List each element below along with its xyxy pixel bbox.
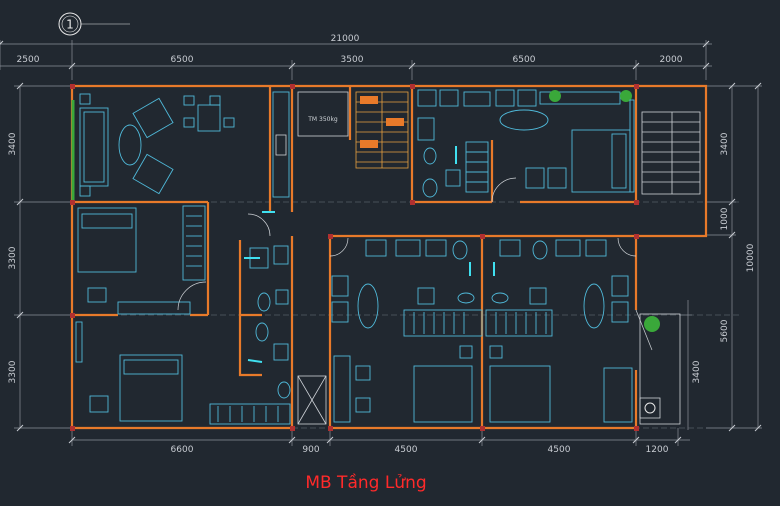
- dim-right-2: 1000: [720, 207, 730, 230]
- dim-top-1: 2500: [17, 55, 40, 65]
- core-lift-stairs: TM 350kg: [297, 91, 409, 169]
- dim-top-3: 3500: [341, 55, 364, 65]
- left-dimensions: 3400 3300 3300: [8, 82, 72, 432]
- columns: [70, 84, 639, 431]
- dim-bottom-2: 900: [302, 445, 319, 455]
- drawing-number: 1: [66, 18, 74, 32]
- dim-bottom-1: 6600: [171, 445, 194, 455]
- top-dimensions: 21000 2500 6500 3500 6500 2000: [0, 34, 712, 80]
- dim-left-1: 3400: [8, 132, 18, 155]
- left-apartment-furniture: [71, 91, 327, 425]
- top-right-apartment-furniture: [417, 89, 635, 203]
- dim-top-5: 2000: [660, 55, 683, 65]
- dim-top-2: 6500: [171, 55, 194, 65]
- drawing-title: MB Tầng Lửng: [305, 472, 426, 493]
- dim-top-4: 6500: [513, 55, 536, 65]
- dim-top-total: 21000: [331, 34, 360, 44]
- bottom-dimensions: 6600 900 4500 4500 1200: [68, 428, 690, 455]
- dim-bottom-5: 1200: [646, 445, 669, 455]
- dim-left-3: 3300: [8, 360, 18, 383]
- exterior-stair: [641, 111, 701, 195]
- right-dimensions: 3400 1000 5600 3400 10000: [680, 82, 762, 432]
- dim-bottom-4: 4500: [548, 445, 571, 455]
- dim-right-total: 10000: [746, 243, 756, 272]
- dim-right-3: 5600: [720, 319, 730, 342]
- dim-right-4: 3400: [692, 360, 702, 383]
- lift-label: TM 350kg: [307, 116, 338, 123]
- drawing-number-bubble: 1: [58, 12, 130, 36]
- dim-bottom-3: 4500: [395, 445, 418, 455]
- walls: [70, 84, 708, 430]
- bottom-apartments-furniture: [329, 237, 681, 425]
- dim-right-1: 3400: [720, 132, 730, 155]
- dim-left-2: 3300: [8, 246, 18, 269]
